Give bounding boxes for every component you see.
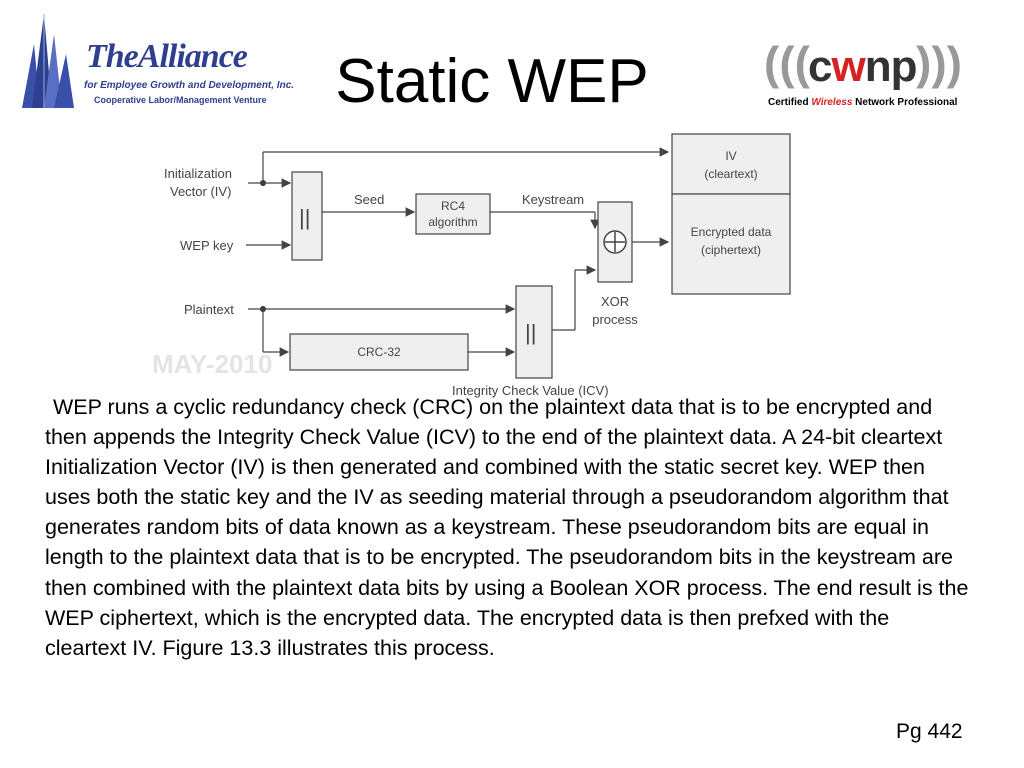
alliance-logo-line1: for Employee Growth and Development, Inc… [84, 80, 295, 91]
alliance-logo-line2: Cooperative Labor/Management Venture [94, 95, 267, 105]
label-plaintext: Plaintext [184, 302, 234, 317]
crc-label: CRC-32 [357, 345, 401, 359]
label-initialization: Initialization [164, 166, 232, 181]
xor-label: XOR [601, 294, 629, 309]
concat-box-2 [515, 285, 553, 379]
skyline-icon [22, 14, 74, 108]
encrypted-data-box [671, 193, 791, 295]
concat-symbol-2: || [525, 320, 536, 345]
alliance-logo-name: TheAlliance [86, 38, 248, 75]
rc4-label: RC4 [441, 199, 465, 213]
page-number: Pg 442 [896, 720, 963, 743]
iv-box-cleartext: (cleartext) [704, 167, 757, 181]
xor-process-label: process [592, 312, 638, 327]
label-seed: Seed [354, 192, 384, 207]
alliance-logo: TheAlliance for Employee Growth and Deve… [20, 4, 294, 114]
concat-symbol-1: || [299, 205, 310, 230]
label-vector-iv: Vector (IV) [170, 184, 231, 199]
body-paragraph: WEP runs a cyclic redundancy check (CRC)… [45, 395, 969, 660]
cwnp-logo: ((( cwnp ))) Certified Wireless Network … [764, 36, 974, 116]
rc4-box [415, 193, 491, 235]
iv-cleartext-box [671, 133, 791, 195]
wave-left-icon: ((( [764, 37, 810, 89]
slide-title: Static WEP [335, 47, 649, 116]
ciphertext-label: (ciphertext) [701, 243, 761, 257]
label-keystream: Keystream [522, 192, 584, 207]
icv-label: Integrity Check Value (ICV) [452, 383, 609, 398]
cwnp-logo-name: cwnp [808, 42, 917, 91]
cwnp-tagline: Certified Wireless Network Professional [768, 97, 958, 108]
concat-box-1 [291, 171, 323, 261]
encrypted-data-label: Encrypted data [691, 225, 772, 239]
label-wep-key: WEP key [180, 238, 234, 253]
diagram-watermark: MAY-2010 [152, 349, 272, 379]
iv-box-label: IV [725, 149, 736, 163]
wave-right-icon: ))) [916, 37, 962, 89]
wep-diagram: MAY-2010 Initialization Vector (IV) WEP … [152, 133, 791, 398]
rc4-algorithm-label: algorithm [428, 215, 477, 229]
